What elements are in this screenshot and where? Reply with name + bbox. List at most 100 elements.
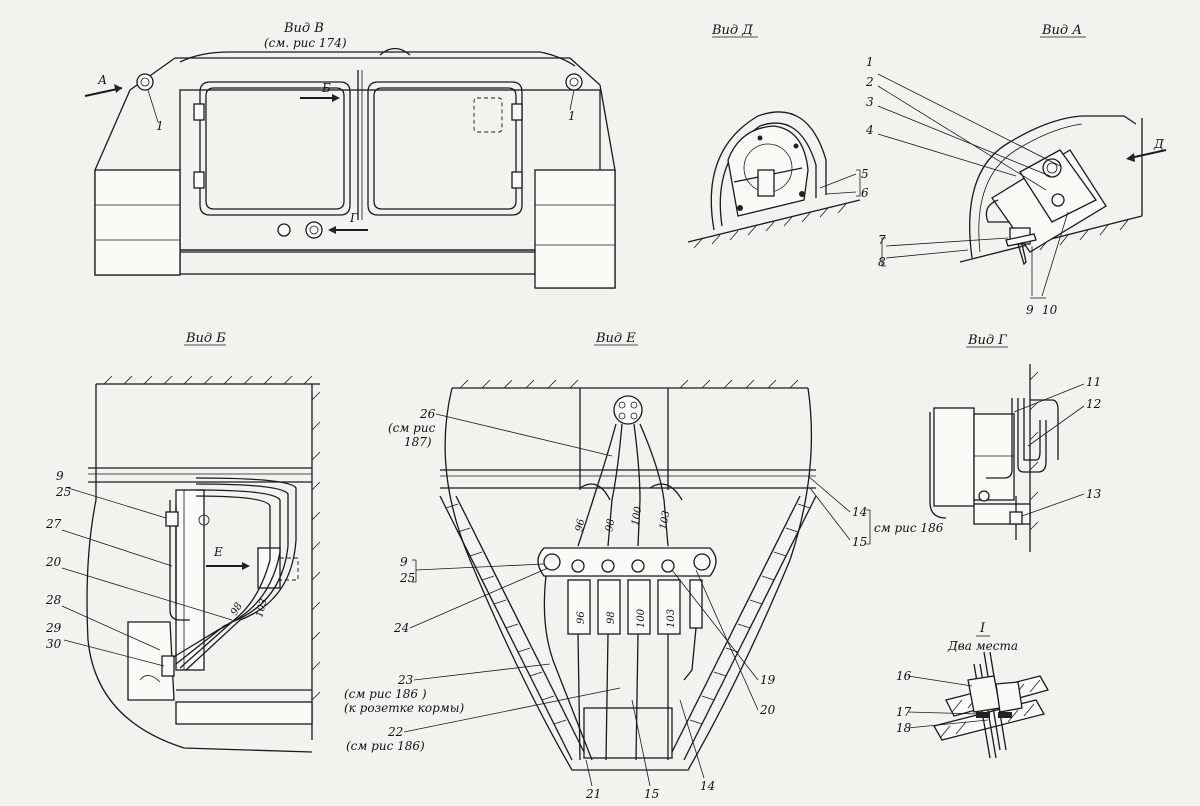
a-hull-hatch [1039, 219, 1129, 251]
e-wire-down [605, 633, 609, 761]
a-mount-bolt [1017, 243, 1027, 266]
view-a: Вид А Д 1 2 3 [865, 23, 1167, 317]
callout-a-9: 9 [1026, 303, 1034, 317]
callout-a-4: 4 [865, 123, 874, 137]
hull-turret-bump [379, 47, 411, 56]
leader-e-21 [585, 759, 593, 787]
b-cable [185, 477, 297, 671]
s-nut [976, 712, 990, 718]
leader-e-19 [671, 569, 759, 681]
callout-e-14b: 14 [700, 779, 715, 793]
e-bracket-9-25 [412, 559, 417, 583]
e-conduit-wire [618, 412, 626, 420]
leader-s-16 [907, 675, 973, 687]
right-lamp [565, 73, 583, 91]
e-wire-label-103-top: 103 [658, 510, 672, 531]
g-pipe [1030, 399, 1059, 460]
callout-d-6: 6 [861, 186, 869, 200]
e-wire-label-96-top: 96 [574, 517, 587, 532]
rear-bumper [179, 251, 536, 275]
e-wire-curve [649, 483, 683, 501]
callout-g-13: 13 [1086, 487, 1102, 501]
g-wall-hatch [1029, 371, 1039, 531]
arrow-e-head [242, 562, 250, 570]
e-outer-outline [444, 387, 813, 771]
b-bracket-block [127, 621, 175, 701]
left-track [94, 169, 181, 276]
e-conduit-wire [630, 401, 638, 409]
e-sleeve [597, 579, 621, 635]
leader-g-11 [1013, 383, 1085, 413]
rear-fitting [277, 223, 291, 237]
callout-e-25: 25 [399, 571, 415, 585]
d-screw [799, 191, 805, 197]
hull-roof-raised [179, 51, 576, 67]
callout-a-1: 1 [866, 55, 874, 69]
right-door-inner [373, 87, 517, 210]
e-wire [577, 423, 617, 547]
leader-e-24 [409, 567, 549, 629]
hinge [511, 171, 523, 189]
a-lamp-lens [1042, 158, 1062, 178]
view-v: Вид В (см. рис 174) [84, 21, 616, 289]
d-screw [757, 135, 763, 141]
leader-s-18 [907, 719, 989, 729]
a-lamp-lens-inner [1046, 162, 1058, 174]
callout-e-26: 26 [419, 407, 436, 421]
callout-b-29: 29 [45, 621, 62, 635]
e-bracket-14-15 [866, 509, 871, 545]
arrow-d-shaft [1129, 149, 1167, 159]
arrow-b-label: Б [321, 81, 331, 95]
view-b-title: Вид Б [185, 331, 226, 346]
leader-a-4 [877, 133, 1017, 177]
e-sleeve [689, 579, 703, 629]
leader-e-15b [631, 699, 651, 787]
e-wire-down [683, 627, 697, 681]
dashed-equipment-box [473, 97, 503, 133]
callout-s-16: 16 [896, 669, 912, 683]
e-wire [633, 423, 641, 547]
rear-socket [305, 221, 323, 239]
b-left-outline [86, 384, 313, 753]
d-lamp-hood [710, 111, 827, 231]
leader-b-28 [61, 605, 161, 651]
leader-e-14a [807, 475, 851, 513]
callout-g-12: 12 [1086, 397, 1101, 411]
e-conduit [613, 395, 643, 425]
d-screw [793, 143, 799, 149]
callout-a-3: 3 [866, 95, 874, 109]
arrow-a-head [114, 84, 122, 93]
arrow-g-head [328, 226, 336, 234]
callout-e-21: 21 [585, 787, 601, 801]
e-sleeve [627, 579, 651, 635]
callout-a-8: 8 [878, 255, 886, 269]
g-pipe [1023, 398, 1041, 461]
arrow-a-label: А [97, 73, 107, 87]
b-cable [171, 495, 271, 659]
e-funnel-right-2 [671, 495, 801, 753]
b-right-wall-hatch [311, 391, 321, 701]
view-b: Вид Б [45, 331, 321, 753]
leader-e-15a [809, 487, 851, 541]
leader-b-29-30 [63, 639, 165, 667]
leader-1-right [569, 89, 575, 111]
a-mount-washer [1005, 233, 1037, 247]
section-i-caption: Два места [947, 639, 1018, 653]
view-g-title: Вид Г [967, 333, 1007, 348]
g-pipe [1017, 398, 1047, 473]
leader-d-6 [825, 191, 857, 195]
leader-e-14b [679, 699, 705, 779]
right-track [534, 169, 616, 289]
g-socket-flange [929, 412, 947, 519]
section-i-mark: I [979, 621, 986, 636]
e-terminal-screw [661, 559, 675, 573]
callout-a-2: 2 [865, 75, 874, 89]
e-terminal-screw [693, 553, 711, 571]
e-wire-label-98: 98 [606, 611, 617, 624]
leader-e-23 [413, 663, 551, 681]
hinge [193, 171, 205, 189]
hinge [193, 103, 205, 121]
e-wire-label-100-top: 100 [630, 505, 644, 526]
right-lamp-inner [569, 77, 579, 87]
